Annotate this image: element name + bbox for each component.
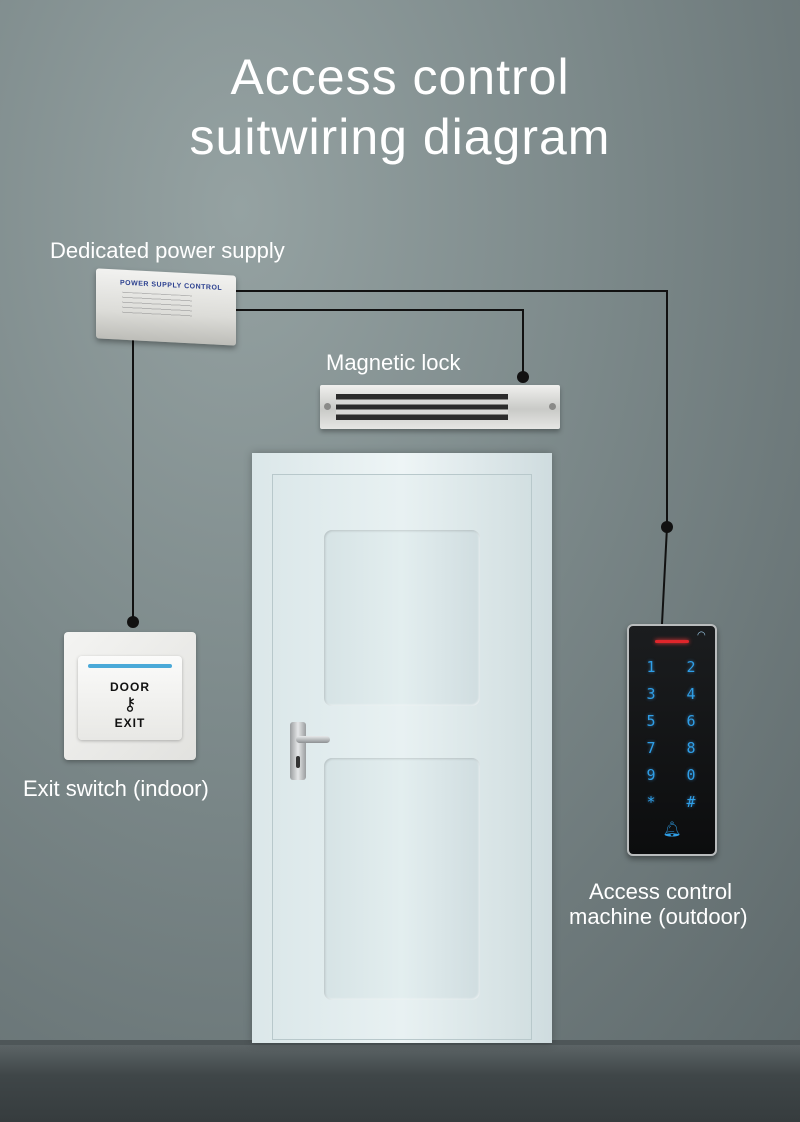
keypad-key: 5	[646, 712, 656, 730]
door-panel-lower	[324, 758, 480, 1000]
wire-psu-to-keypad	[236, 290, 668, 625]
keypad-key: 4	[686, 685, 696, 703]
magnetic-lock-core	[336, 394, 508, 420]
screw-icon	[324, 403, 331, 410]
power-supply-brand: POWER SUPPLY CONTROL	[120, 279, 223, 292]
door-handle-plate	[290, 722, 306, 780]
keypad-key: 1	[646, 658, 656, 676]
door-handle	[296, 736, 330, 743]
power-supply-box: POWER SUPPLY CONTROL	[96, 268, 236, 346]
exit-switch-label: Exit switch (indoor)	[23, 776, 209, 801]
keypad-key: 3	[646, 685, 656, 703]
wire-junction-maglock	[517, 371, 529, 383]
keypad-key: #	[686, 793, 696, 811]
exit-switch-indicator	[88, 664, 172, 668]
title-line-1: Access control	[230, 49, 570, 105]
keypad-key: *	[646, 793, 656, 811]
screw-icon	[549, 403, 556, 410]
keypad-key: 8	[686, 739, 696, 757]
keypad-status-led	[655, 640, 689, 643]
access-control-keypad: ◠ 1 2 3 4 5 6 7 8 9 0 * # 🔔︎	[627, 624, 717, 856]
wire-junction-exit-switch	[127, 616, 139, 628]
access-machine-label-line-2: machine (outdoor)	[569, 904, 748, 929]
keyhole-icon	[296, 756, 300, 768]
magnetic-lock	[320, 385, 560, 429]
keypad-key: 7	[646, 739, 656, 757]
exit-switch-door-text: DOOR	[110, 680, 150, 694]
wire-junction-keypad	[661, 521, 673, 533]
magnetic-lock-label: Magnetic lock	[326, 350, 461, 375]
baseboard	[0, 1040, 800, 1048]
keypad-key: 0	[686, 766, 696, 784]
keypad-key: 2	[686, 658, 696, 676]
access-machine-label-line-1: Access control	[589, 879, 733, 904]
title-line-2: suitwiring diagram	[189, 109, 611, 165]
key-icon: ⚷	[123, 694, 137, 714]
wire-psu-to-maglock	[236, 309, 524, 377]
keypad-key: 6	[686, 712, 696, 730]
door-panel-upper	[324, 530, 480, 706]
power-supply-spec-text	[122, 291, 192, 318]
exit-switch: DOOR ⚷ EXIT	[64, 632, 196, 760]
floor	[0, 1045, 800, 1122]
keypad-key: 9	[646, 766, 656, 784]
power-supply-label: Dedicated power supply	[50, 238, 285, 263]
wifi-icon: ◠	[697, 630, 706, 641]
exit-switch-button	[78, 656, 182, 740]
bell-icon: 🔔︎	[662, 821, 682, 838]
exit-switch-exit-text: EXIT	[114, 716, 146, 730]
